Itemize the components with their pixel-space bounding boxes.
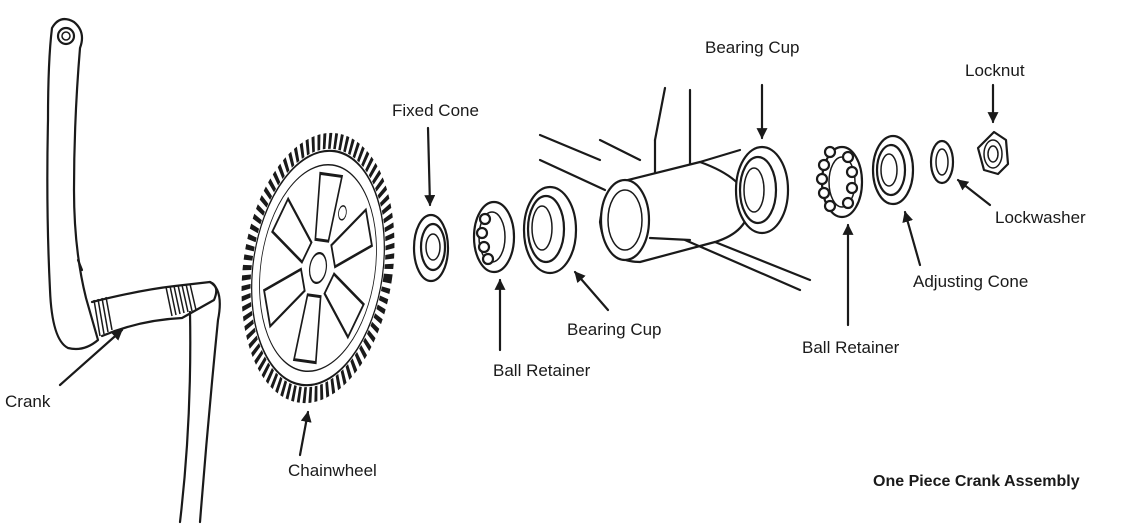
label-chainwheel: Chainwheel: [288, 461, 377, 480]
bearing-cup-left-part: [522, 185, 578, 275]
label-ball-retainer-right: Ball Retainer: [802, 338, 900, 357]
label-locknut: Locknut: [965, 61, 1025, 80]
leader-arrows: [58, 83, 999, 457]
label-adjusting-cone: Adjusting Cone: [913, 272, 1029, 291]
label-bearing-cup-right: Bearing Cup: [705, 38, 800, 57]
label-crank: Crank: [5, 392, 51, 411]
ball-retainer-right-part: [815, 145, 864, 219]
frame-shell-part: [538, 86, 812, 292]
diagram-title: One Piece Crank Assembly: [873, 473, 1080, 490]
crank-part: [46, 17, 221, 524]
label-lockwasher: Lockwasher: [995, 208, 1086, 227]
ball-retainer-left-part: [472, 200, 516, 274]
locknut-part: [976, 130, 1010, 176]
fixed-cone-part: [412, 213, 450, 283]
bearing-cup-right-part: [734, 145, 790, 235]
label-bearing-cup-left: Bearing Cup: [567, 320, 662, 339]
label-ball-retainer-left: Ball Retainer: [493, 361, 591, 380]
label-fixed-cone: Fixed Cone: [392, 101, 479, 120]
adjusting-cone-part: [871, 134, 915, 206]
lockwasher-part: [929, 139, 955, 185]
chainwheel-part: [241, 132, 395, 404]
